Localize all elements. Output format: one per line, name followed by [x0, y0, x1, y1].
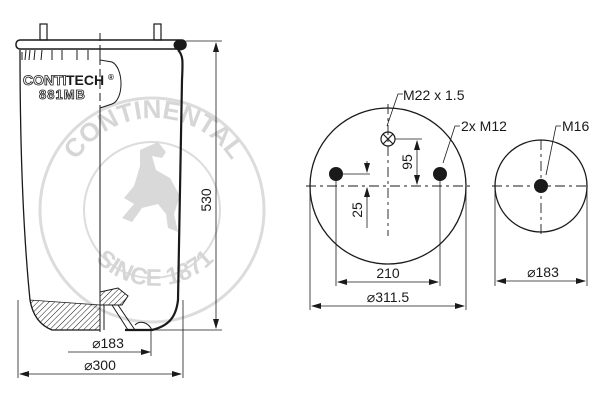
top-plate-dimensions: [309, 93, 467, 310]
air-spring-side-view: [15, 23, 187, 335]
rearing-horse-icon: [122, 142, 180, 232]
continental-watermark: CONTINENTAL SINCE 1871: [38, 94, 266, 324]
bottom-plate-dimensions: [494, 125, 588, 286]
stud-spacing-label: 210: [376, 265, 400, 281]
vertical-offset-label: 95: [399, 154, 415, 170]
bottom-plate-diameter-label: ⌀183: [527, 264, 559, 280]
registered-mark: ®: [108, 73, 114, 82]
side-view-dimensions: [17, 40, 222, 378]
model-number: 881MB: [39, 87, 86, 102]
contitech-logo: CONTI TECH ® 881MB: [23, 72, 114, 103]
watermark-bottom-text: SINCE 1871: [91, 245, 219, 292]
stud-offset-label: 25: [349, 202, 365, 218]
center-port-label: M22 x 1.5: [403, 87, 465, 103]
stud-hole-left: [329, 167, 343, 181]
bottom-diameter-label: ⌀183: [92, 335, 124, 351]
brand-name-part2: TECH: [66, 72, 104, 88]
top-plate-diameter-label: ⌀311.5: [367, 289, 410, 305]
studs-label: 2x M12: [461, 118, 507, 134]
stud-hole-right: [433, 167, 447, 181]
bottom-plate-view: [492, 139, 590, 234]
body-diameter-label: ⌀300: [84, 357, 116, 373]
bolt-label: M16: [562, 118, 589, 134]
top-plate-view: [306, 104, 470, 265]
height-dimension-label: 530: [198, 188, 214, 212]
bolt-hole: [534, 179, 548, 193]
brand-name-part1: CONTI: [23, 72, 67, 88]
